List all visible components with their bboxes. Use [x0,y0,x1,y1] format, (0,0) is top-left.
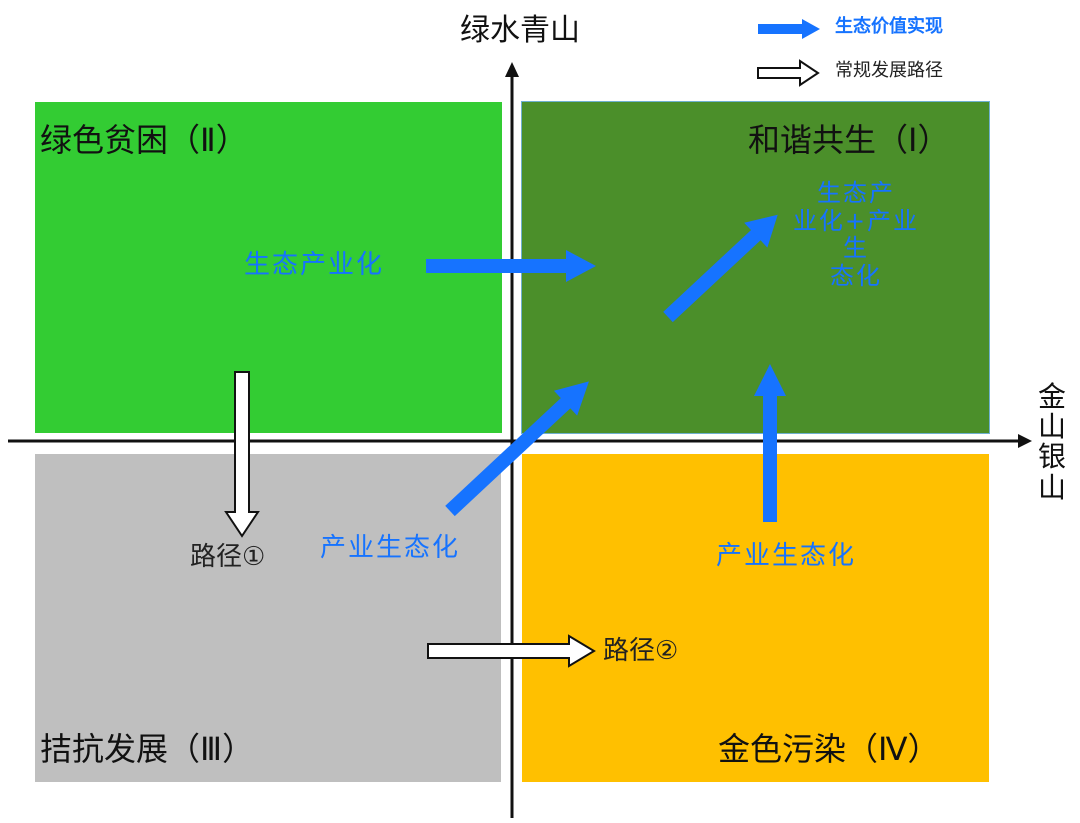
eco-industrialization-arrow [426,250,596,282]
quadrant-green-poverty [35,102,502,433]
x-axis-label-char: 山 [1037,410,1066,444]
eco-industrialization-label: 生态产业化 [244,250,385,280]
x-axis-label-char: 银 [1037,440,1066,474]
industrial-ecologization-vertical-arrow [754,364,786,522]
quadrant-antagonistic-development [35,454,501,782]
legend-blue-arrow-icon [758,19,820,39]
industrial-ecologization-label-right: 产业生态化 [716,541,857,571]
path1-label: 路径① [190,542,266,572]
legend-hollow-label: 常规发展路径 [835,60,943,81]
quadrant-title-golden-pollution: 金色污染（Ⅳ） [718,730,940,768]
path2-label: 路径② [603,636,679,666]
industrial-ecologization-label-left: 产业生态化 [320,533,461,563]
quadrant-title-harmonious-coexistence: 和谐共生（Ⅰ） [748,121,950,159]
quadrant-title-antagonistic-development: 拮抗发展（Ⅲ） [40,730,255,768]
quadrant-title-green-poverty: 绿色贫困（Ⅱ） [40,121,248,159]
path1-hollow-arrow [224,371,260,538]
quadrant-harmonious-coexistence [521,101,990,434]
x-axis-label-char: 山 [1037,470,1066,504]
legend-blue-label: 生态价值实现 [835,16,943,37]
x-axis-label: 金 山 银 山 [1036,380,1068,504]
x-axis-label-char: 金 [1037,380,1066,413]
q1-combined-label: 生态产 业化+产业生 态化 [780,179,932,290]
q1-combined-label-line: 态化 [830,261,882,290]
path2-hollow-arrow [427,634,596,668]
q1-diagonal-arrow [663,214,778,323]
quadrant-golden-pollution [522,454,989,782]
industrial-ecologization-diagonal-arrow [445,381,589,517]
q1-combined-label-line: 业化+产业生 [792,206,920,263]
q1-combined-label-line: 生态产 [817,179,895,207]
y-axis-label: 绿水青山 [460,13,580,48]
legend-hollow-arrow-icon [757,59,820,87]
